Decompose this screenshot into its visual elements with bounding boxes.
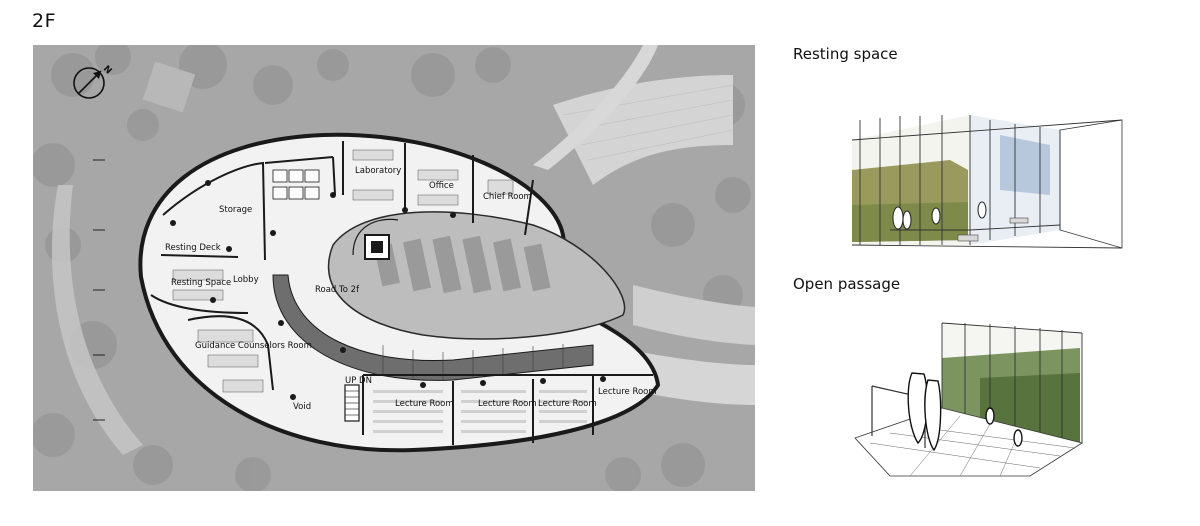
room-label-void: Void	[293, 402, 311, 412]
room-label-storage: Storage	[219, 205, 252, 215]
room-label-lecture-room-3: Lecture Room	[538, 399, 597, 409]
room-label-chief-room: Chief Room	[483, 192, 532, 202]
sketch-title-resting-space: Resting space	[793, 45, 898, 63]
room-label-lecture-room-2: Lecture Room	[478, 399, 537, 409]
room-label-lobby: Lobby	[233, 275, 259, 285]
room-label-guidance-counselors-room: Guidance Counselors Room	[195, 341, 312, 351]
sketch-open-passage	[850, 318, 1090, 478]
room-label-lecture-room-1: Lecture Room	[395, 399, 454, 409]
sketch-title-open-passage: Open passage	[793, 275, 901, 293]
sketch-resting-space	[850, 110, 1125, 250]
room-label-laboratory: Laboratory	[355, 166, 401, 176]
room-label-road-to-2f: Road To 2f	[315, 285, 360, 295]
floor-plan: N Laboratory Office Chief Room Storage R…	[33, 45, 755, 491]
room-label-up-dn: UP DN	[345, 376, 372, 386]
room-label-resting-deck: Resting Deck	[165, 243, 221, 253]
floor-title: 2F	[32, 10, 57, 32]
room-label-lecture-room-4: Lecture Room	[598, 387, 657, 397]
room-label-office: Office	[429, 181, 454, 191]
room-label-resting-space: Resting Space	[171, 278, 231, 288]
